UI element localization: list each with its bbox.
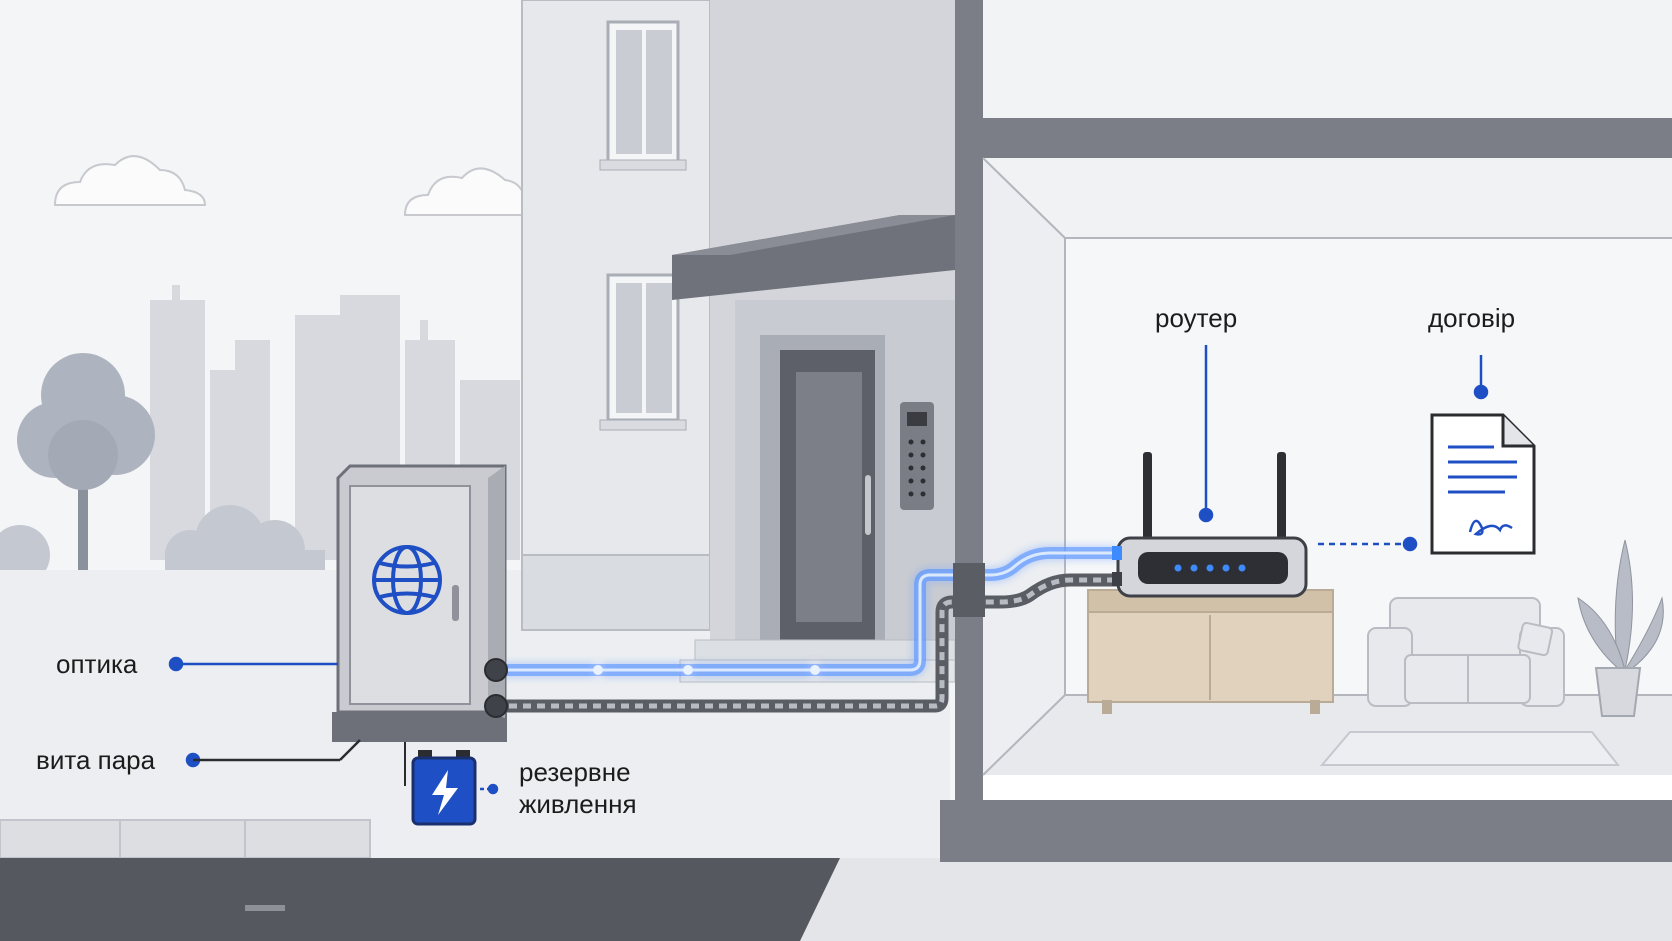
fiber-label: оптика — [56, 649, 138, 679]
cloud-icon — [53, 155, 207, 206]
tv-stand — [1087, 589, 1334, 714]
fiber-optic-cable — [495, 547, 1118, 676]
window — [599, 20, 687, 171]
house-cross-section — [940, 0, 1672, 862]
street-cabinet — [332, 464, 508, 742]
road-marking — [245, 905, 285, 911]
document-icon — [1430, 413, 1536, 555]
globe-icon — [372, 545, 442, 615]
plant — [1577, 539, 1664, 717]
tree — [17, 353, 155, 570]
wall-cable-entry — [953, 563, 985, 617]
twisted-pair-cable — [495, 573, 1118, 713]
backup-power-label-line2: живлення — [519, 789, 637, 819]
sofa — [1367, 597, 1565, 707]
leader-lines — [168, 345, 1489, 795]
router-icon — [1112, 452, 1308, 598]
bushes — [0, 505, 325, 585]
twisted-pair-label: вита пара — [36, 745, 156, 775]
road — [0, 858, 840, 941]
battery-bolt-icon — [404, 742, 477, 826]
apartment-building — [521, 0, 956, 683]
router-label: роутер — [1155, 303, 1238, 333]
contract-label: договір — [1428, 303, 1516, 333]
window — [599, 273, 687, 431]
door-intercom-icon — [900, 402, 934, 510]
backup-power-label-line1: резервне — [519, 757, 631, 787]
